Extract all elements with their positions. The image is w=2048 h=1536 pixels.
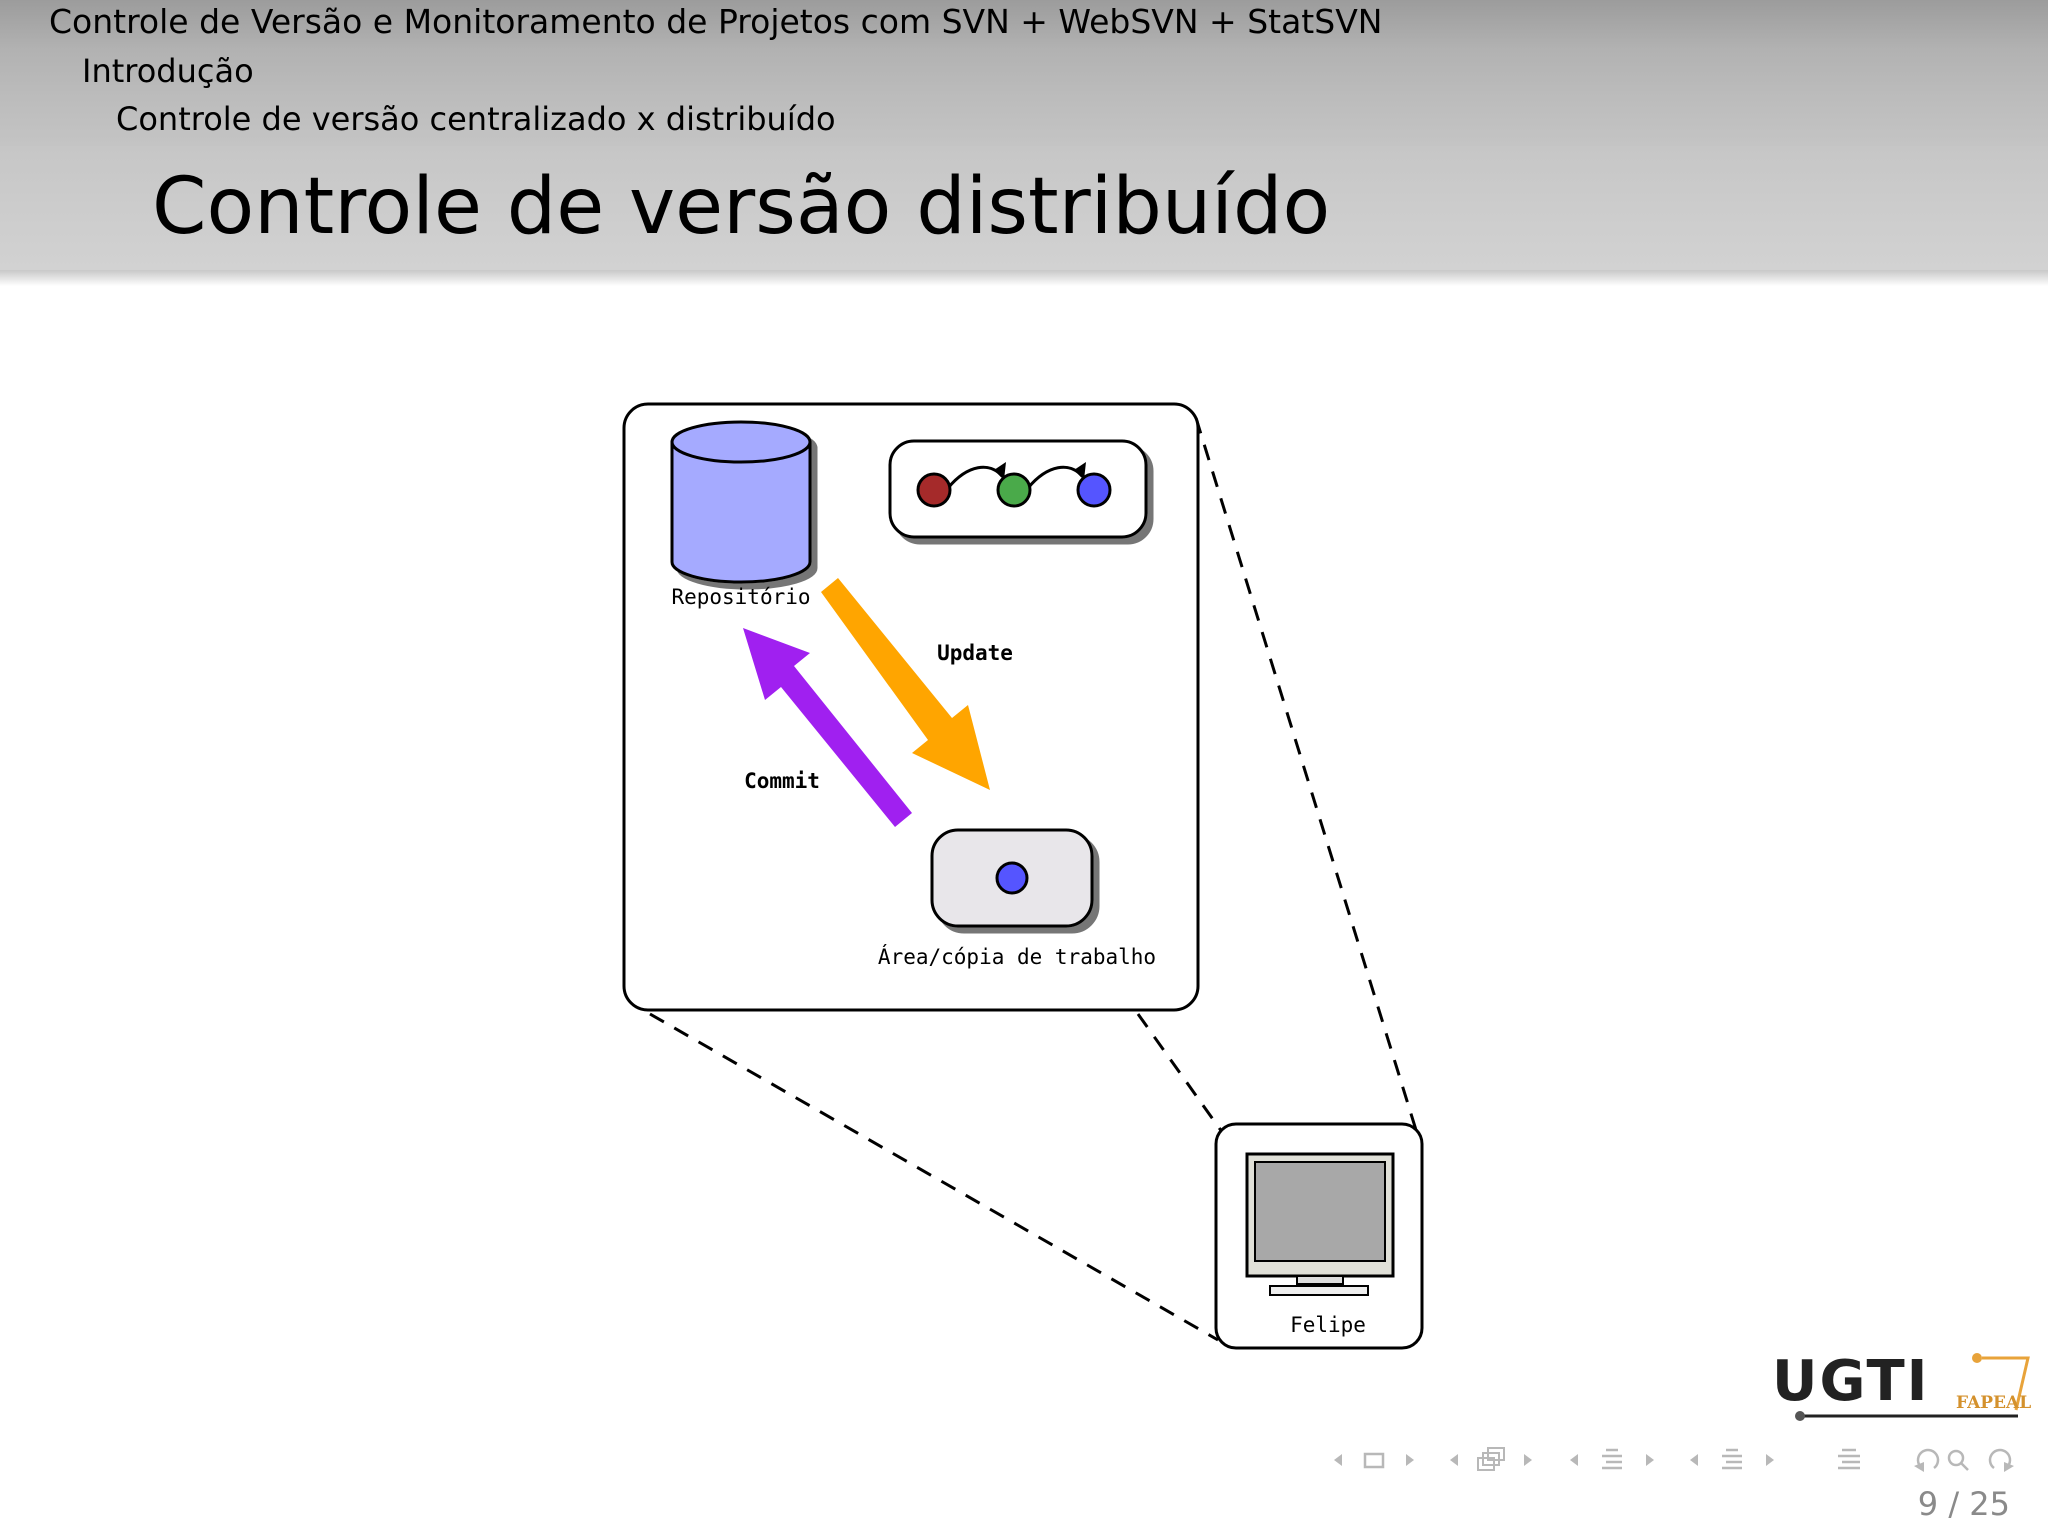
repository-icon [670, 420, 812, 584]
document-icon[interactable] [1838, 1448, 1860, 1470]
section-bar [0, 0, 2048, 50]
commit-label: Commit [744, 769, 820, 793]
nav-section-control[interactable] [1690, 1448, 1774, 1470]
forward-icon[interactable] [1988, 1448, 2012, 1469]
working-copy-node [995, 861, 1029, 895]
monitor-icon [1245, 1152, 1395, 1296]
commit-node-blue [1076, 472, 1112, 508]
forward-arrowhead [2004, 1462, 2014, 1472]
section-icon[interactable] [1722, 1448, 1742, 1470]
subsection-prev-icon[interactable] [1570, 1454, 1578, 1466]
section-next-icon[interactable] [1766, 1454, 1774, 1466]
subsubsection-title[interactable]: Controle de versão centralizado x distri… [116, 100, 836, 138]
subsection-title[interactable]: Introdução [82, 52, 254, 90]
frame-next-icon[interactable] [1406, 1454, 1414, 1466]
commit-node-green [996, 472, 1032, 508]
workarea-label: Área/cópia de trabalho [878, 944, 1156, 969]
frame-icon[interactable] [1363, 1452, 1385, 1469]
slide-header: Controle de Versão e Monitoramento de Pr… [0, 0, 2048, 286]
slide-icon[interactable] [1477, 1447, 1505, 1471]
commit-arrow [743, 628, 912, 827]
frame-title-bar [0, 146, 2048, 270]
header-shadow [0, 270, 2048, 286]
nav-frame-control[interactable] [1334, 1452, 1414, 1469]
back-icon[interactable] [1916, 1448, 1940, 1469]
section-prev-icon[interactable] [1690, 1454, 1698, 1466]
search-icon[interactable] [1947, 1449, 1969, 1471]
working-copy-box [930, 828, 1094, 928]
page-number: 9 / 25 [1917, 1485, 2010, 1523]
svg-text:UGTI: UGTI [1772, 1350, 1930, 1414]
frame-title: Controle de versão distribuído [152, 162, 1331, 252]
commit-history-box [888, 439, 1148, 539]
svg-text:FAPEAL: FAPEAL [1956, 1393, 2031, 1413]
subsection-icon[interactable] [1602, 1448, 1622, 1470]
nav-subsection-control[interactable] [1570, 1448, 1654, 1470]
repository-label: Repositório [671, 585, 810, 609]
frame-prev-icon[interactable] [1334, 1454, 1342, 1466]
section-title[interactable]: Controle de Versão e Monitoramento de Pr… [49, 2, 1383, 41]
subsubsection-bar [0, 98, 2048, 146]
slide-next-icon[interactable] [1524, 1454, 1532, 1466]
beamer-navigation [1334, 1447, 2014, 1472]
user-label: Felipe [1290, 1313, 1366, 1337]
zoom-lines [649, 417, 1418, 1342]
subsection-bar [0, 50, 2048, 98]
back-arrowhead [1914, 1462, 1924, 1472]
commit-node-red [916, 472, 952, 508]
update-label: Update [937, 641, 1013, 665]
update-arrow [821, 578, 990, 790]
nav-slide-control[interactable] [1450, 1447, 1532, 1471]
ugti-fapeal-logo: UGTI FAPEAL [1772, 1350, 2031, 1421]
subsection-next-icon[interactable] [1646, 1454, 1654, 1466]
slide-prev-icon[interactable] [1450, 1454, 1458, 1466]
